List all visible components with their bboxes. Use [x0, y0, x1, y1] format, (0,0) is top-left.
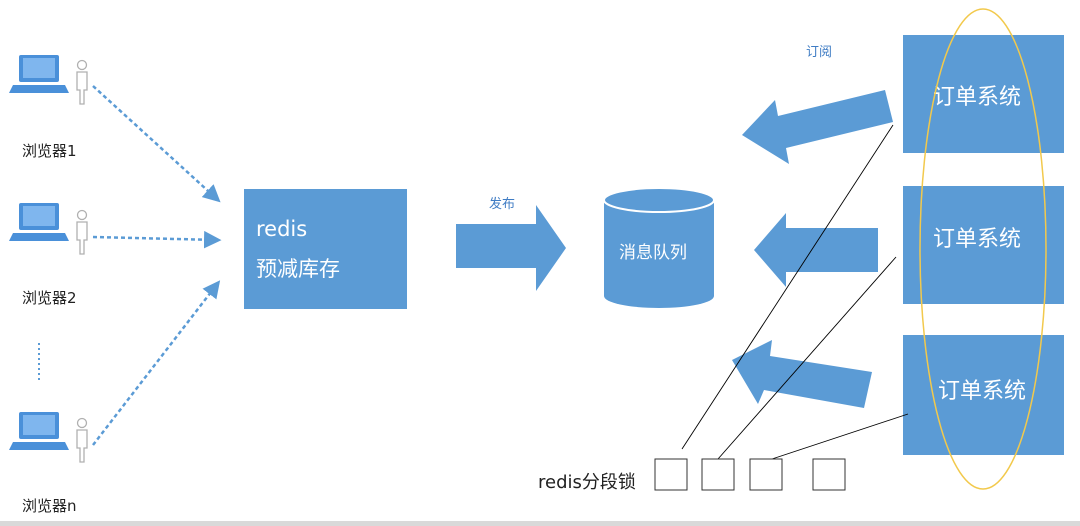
subscribe-arrow-2 [754, 213, 878, 287]
lock-segment [749, 458, 783, 491]
lock-connector-1 [681, 124, 894, 450]
lock-connector-2 [717, 256, 897, 460]
order-system-label: 订单系统 [938, 379, 1026, 404]
browser-label: 浏览器1 [22, 142, 77, 160]
order-system-1: 订单系统 [903, 35, 1064, 153]
browser-n-group: 浏览器n [9, 412, 88, 515]
lock-segment [812, 458, 846, 491]
redis-subtitle: 预减库存 [256, 257, 340, 281]
lock-label: redis分段锁 [538, 472, 636, 493]
lock-connector-3 [771, 413, 909, 460]
lock-segment [654, 458, 688, 491]
order-system-2: 订单系统 [903, 186, 1064, 304]
queue-label: 消息队列 [619, 243, 687, 263]
lock-segment [701, 458, 735, 491]
publish-label: 发布 [489, 196, 515, 212]
redis-stock-block: redis 预减库存 [244, 189, 407, 309]
order-cluster-ellipse [919, 8, 1047, 490]
publish-arrow [456, 205, 566, 291]
user-icon [76, 59, 88, 105]
browser-2-group: 浏览器2 [9, 203, 88, 307]
user-icon [76, 209, 88, 255]
order-system-label: 订单系统 [933, 85, 1021, 110]
subscribe-arrow-1 [742, 90, 893, 164]
browser-1-group: 浏览器1 [9, 55, 88, 160]
user-icon [76, 417, 88, 463]
browser-label: 浏览器n [22, 497, 77, 515]
redis-title: redis [256, 217, 307, 241]
bottom-border [0, 521, 1080, 526]
laptop-icon [9, 203, 69, 241]
request-arrow-1 [92, 85, 221, 203]
browser-label: 浏览器2 [22, 289, 77, 307]
order-system-3: 订单系统 [903, 335, 1064, 455]
message-queue-cylinder: 消息队列 [603, 187, 715, 308]
laptop-icon [9, 412, 69, 450]
subscribe-arrow-3 [732, 340, 872, 408]
request-arrow-n [92, 280, 221, 446]
laptop-icon [9, 55, 69, 93]
subscribe-label: 订阅 [806, 45, 832, 60]
order-system-label: 订单系统 [933, 227, 1021, 252]
request-arrow-2 [92, 230, 222, 249]
